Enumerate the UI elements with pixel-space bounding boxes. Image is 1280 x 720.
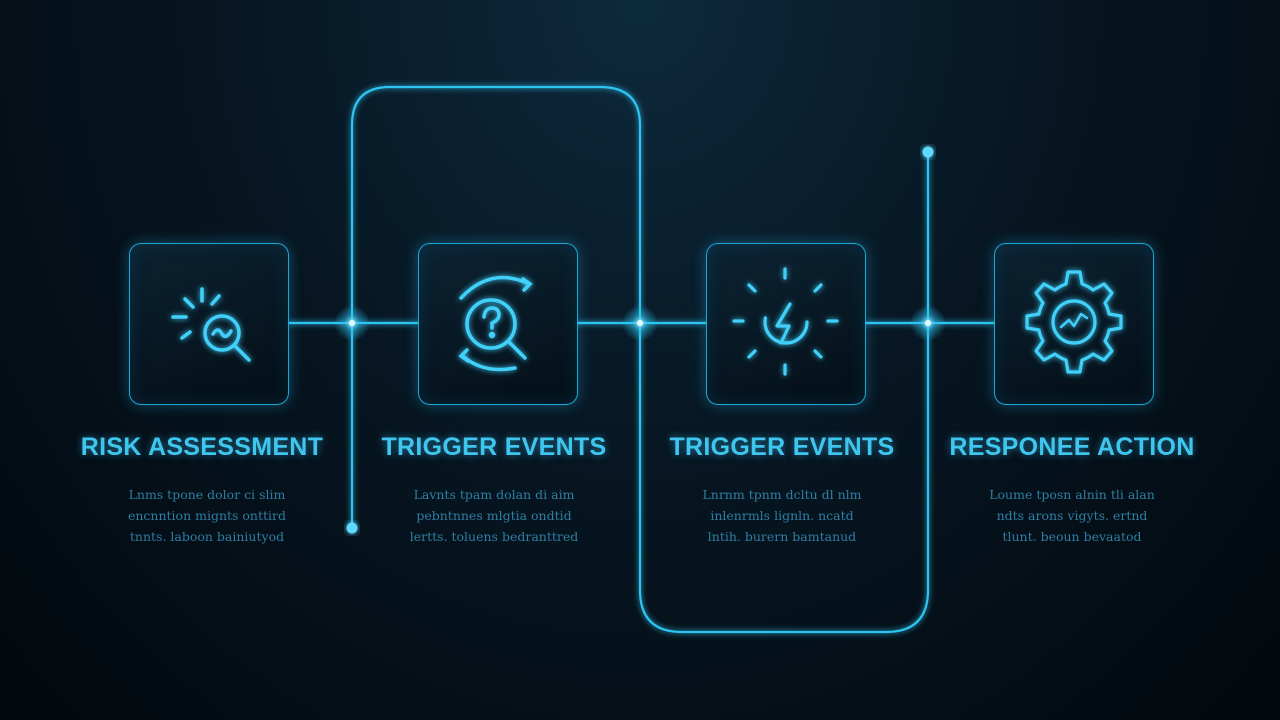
step-card-risk-assessment (129, 243, 289, 405)
step-card-trigger-events (706, 243, 866, 405)
step-description: Loume tposn alnin tli alan ndts arons vi… (989, 487, 1155, 544)
endpoint-dot (922, 146, 934, 158)
step-title: TRIGGER EVENTS (381, 433, 607, 461)
step-card-trigger-events (418, 243, 578, 405)
lightning-bolt-icon (732, 267, 839, 376)
step-description: Lnms tpone dolor ci slim encnntion mignt… (127, 487, 287, 544)
step-title: RESPONEE ACTION (949, 433, 1195, 461)
gear-icon (1025, 270, 1123, 374)
endpoint-dot (346, 522, 358, 534)
magnifier-alert-icon (171, 287, 251, 362)
step-description: Lavnts tpam dolan di aim pebntnnes mlgti… (409, 487, 579, 544)
step-title: RISK ASSESSMENT (80, 433, 324, 461)
junction-flares (334, 305, 946, 341)
step-card-response-action (994, 243, 1154, 405)
question-search-cycle-icon (458, 275, 533, 372)
step-description: Lnrnm tpnm dcltu dl nlm inlenrmls lignln… (702, 487, 862, 544)
step-title: TRIGGER EVENTS (669, 433, 895, 461)
